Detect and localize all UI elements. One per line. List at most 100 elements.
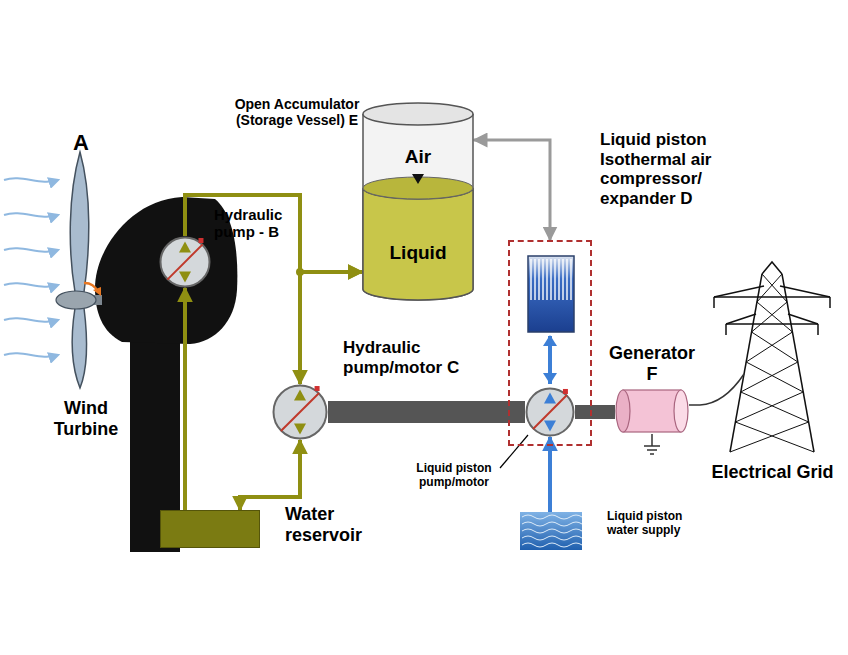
flow-triangle bbox=[544, 393, 556, 404]
compressor-fin bbox=[542, 259, 543, 300]
drawing-part bbox=[650, 453, 654, 455]
part-label: Hydraulic pump/motor C bbox=[343, 338, 475, 377]
generator: Generator F bbox=[615, 388, 689, 434]
flow-triangle bbox=[294, 424, 306, 435]
ground-symbol bbox=[644, 434, 660, 454]
hydraulic-line bbox=[240, 440, 300, 510]
hydraulic-line bbox=[185, 195, 362, 272]
flow-triangle bbox=[544, 421, 556, 432]
drive-shaft bbox=[575, 405, 615, 419]
water-ripple bbox=[522, 515, 582, 519]
wind-arrow bbox=[4, 353, 58, 356]
node-outline bbox=[520, 512, 582, 550]
pylon-strut bbox=[725, 324, 727, 335]
pump-body bbox=[274, 386, 327, 439]
drive-shaft bbox=[328, 401, 525, 423]
part-label: Open Accumulator (Storage Vessel) E bbox=[234, 96, 360, 128]
pump-motor: Hydraulic pump/motor C bbox=[272, 384, 328, 440]
wind-arrows bbox=[4, 178, 58, 356]
pump-marker bbox=[315, 386, 320, 391]
compressor-group: Liquid piston Isothermal air compressor/… bbox=[508, 240, 592, 446]
compressor-fin bbox=[562, 259, 563, 300]
turbine-hub bbox=[56, 291, 96, 309]
compressor-fin bbox=[554, 259, 555, 300]
part-label: Liquid piston Isothermal air compressor/… bbox=[600, 130, 750, 208]
drawing-part bbox=[647, 449, 657, 451]
piston-pump-motor: Liquid piston pump/motor bbox=[525, 387, 575, 437]
pylon-strut bbox=[762, 262, 782, 274]
water-supply: Liquid piston water supply bbox=[520, 512, 582, 550]
vessel-liquid bbox=[363, 188, 473, 300]
part-label: Electrical Grid bbox=[700, 462, 845, 483]
drawing-part bbox=[651, 434, 653, 446]
flow-triangle bbox=[179, 272, 191, 283]
power-wire bbox=[689, 404, 700, 406]
pylon-strut bbox=[780, 286, 830, 297]
pylon-strut bbox=[829, 297, 831, 308]
wind-arrow bbox=[4, 178, 58, 181]
pylon-strut bbox=[726, 323, 818, 325]
pump-body bbox=[527, 389, 574, 436]
water-ripple bbox=[522, 529, 582, 533]
node-outline bbox=[525, 387, 575, 437]
flow-triangle bbox=[294, 390, 306, 401]
compressor-fin bbox=[570, 259, 571, 300]
compressor-fins bbox=[531, 259, 571, 300]
pylon-strut bbox=[713, 297, 715, 308]
compressor-fin bbox=[566, 259, 567, 300]
water-ripple bbox=[522, 522, 582, 526]
pylon-brace bbox=[752, 302, 793, 332]
drawing-part bbox=[644, 445, 660, 447]
node-outline bbox=[159, 236, 211, 288]
pylon-strut bbox=[730, 274, 762, 452]
part-label: A bbox=[68, 130, 94, 155]
pylon-brace bbox=[741, 362, 803, 392]
rotation-arrow-head bbox=[93, 287, 101, 296]
part-label: Hydraulic pump - B bbox=[214, 206, 296, 241]
pylon-strut bbox=[714, 286, 764, 297]
vessel-wall bbox=[363, 114, 473, 300]
compressor-body bbox=[528, 256, 574, 332]
piston-flow-head bbox=[543, 335, 557, 346]
variable-displacement-line bbox=[533, 395, 567, 429]
water-reservoir: Water reservoir bbox=[160, 510, 260, 548]
variable-displacement-line bbox=[281, 393, 319, 431]
wind-arrow bbox=[4, 318, 58, 321]
vessel-top bbox=[363, 103, 473, 125]
turbine-blade bbox=[70, 152, 89, 292]
pylon-brace bbox=[757, 274, 787, 302]
pylon-strut bbox=[714, 296, 830, 298]
storage-vessel: Open Accumulator (Storage Vessel) EAirLi… bbox=[362, 100, 474, 302]
piston-flow-head bbox=[543, 373, 557, 384]
air-line bbox=[474, 140, 550, 240]
generator-end bbox=[674, 390, 688, 432]
node-outline bbox=[700, 262, 845, 490]
compressor-fin bbox=[530, 259, 531, 300]
compressor-fin bbox=[546, 259, 547, 300]
pylon-strut bbox=[782, 274, 814, 452]
hydraulic-line bbox=[183, 288, 187, 510]
part-label: Liquid piston pump/motor bbox=[404, 462, 504, 490]
part-label: Generator F bbox=[604, 343, 700, 384]
region-label: Liquid bbox=[362, 242, 474, 264]
pylon-strut bbox=[817, 324, 819, 335]
turbine-blade bbox=[72, 308, 86, 388]
compressor-fin bbox=[538, 259, 539, 300]
water-ripple bbox=[522, 543, 582, 547]
node-outline bbox=[272, 384, 328, 440]
flow-triangle bbox=[179, 242, 191, 253]
node-outline bbox=[362, 100, 474, 302]
grid-pylon: Electrical Grid bbox=[700, 262, 845, 490]
compressor-fin bbox=[550, 259, 551, 300]
water-line bbox=[548, 437, 552, 512]
node-outline bbox=[615, 388, 689, 434]
wind-arrow bbox=[4, 248, 58, 251]
hydraulic-pump: Hydraulic pump - B bbox=[159, 236, 211, 288]
pump-body bbox=[161, 238, 210, 287]
power-wire bbox=[700, 374, 744, 405]
level-marker bbox=[412, 174, 424, 184]
leader-line bbox=[500, 435, 528, 468]
generator-body bbox=[623, 390, 681, 432]
